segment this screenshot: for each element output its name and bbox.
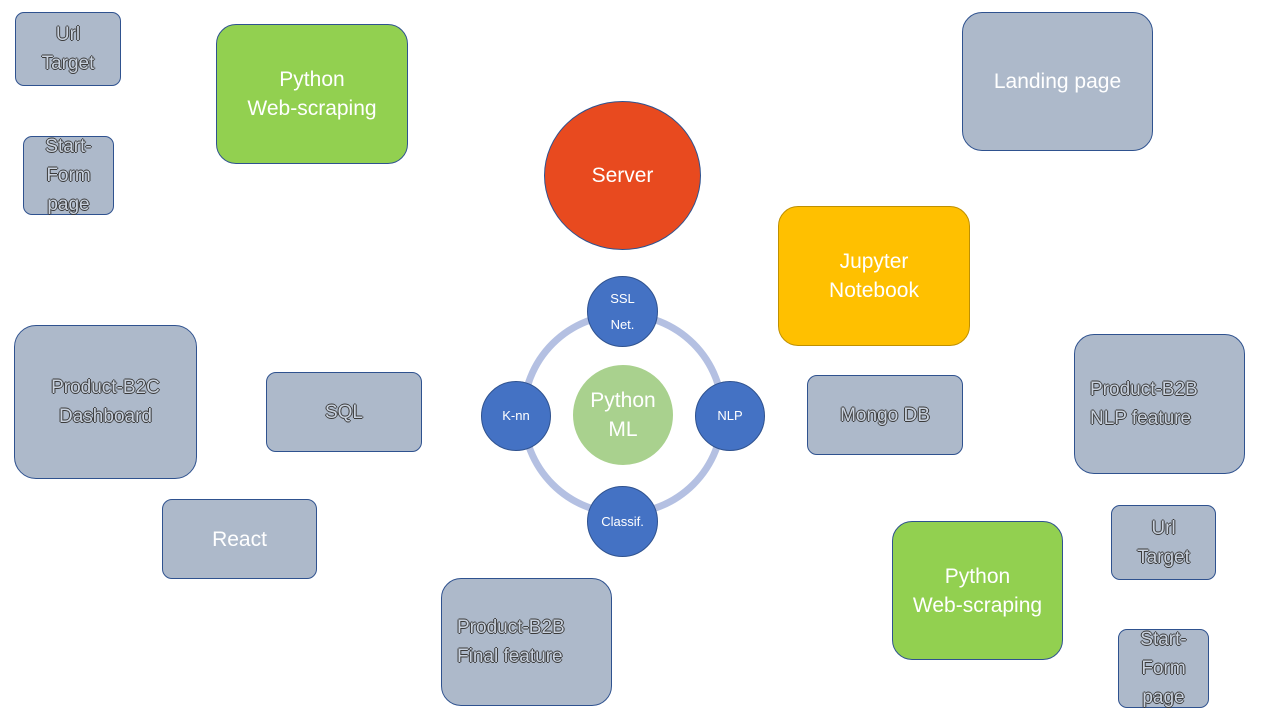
mongo-db-label: Mongo DB (840, 404, 930, 426)
mongo-db-box: Mongo DB (807, 375, 963, 455)
product-b2c-dashboard-label: Product-B2C Dashboard (51, 377, 160, 427)
landing-page-box: Landing page (962, 12, 1153, 151)
product-b2b-final-box: Product-B2B Final feature (441, 578, 612, 706)
knn-node: K-nn (481, 381, 551, 451)
sql-label: SQL (324, 401, 364, 423)
python-web-scraping-label-top: Python Web-scraping (247, 68, 377, 120)
url-target-box-bottom: Url Target (1111, 505, 1216, 580)
react-label: React (212, 527, 267, 551)
ssl-net-label: SSL Net. (610, 290, 635, 332)
server-label: Server (591, 164, 654, 187)
python-web-scraping-box-top: Python Web-scraping (216, 24, 408, 164)
ssl-net-node: SSL Net. (587, 276, 658, 347)
start-form-box-top: Start- Form page (23, 136, 114, 215)
product-b2c-dashboard-box: Product-B2C Dashboard (14, 325, 197, 479)
start-form-label-bottom: Start- Form page (1140, 629, 1187, 708)
nlp-node: NLP (695, 381, 765, 451)
landing-page-label: Landing page (993, 70, 1122, 93)
url-target-box-top: Url Target (15, 12, 121, 86)
python-web-scraping-label-bottom: Python Web-scraping (912, 564, 1043, 617)
url-target-label-bottom: Url Target (1137, 517, 1190, 568)
python-ml-label: Python ML (590, 389, 656, 441)
classif-node: Classif. (587, 486, 658, 557)
server-node: Server (544, 101, 701, 250)
product-b2b-nlp-box: Product-B2B NLP feature (1074, 334, 1245, 474)
product-b2b-final-label: Product-B2B Final feature (457, 617, 565, 667)
start-form-box-bottom: Start- Form page (1118, 629, 1209, 708)
start-form-label-top: Start- Form page (45, 136, 92, 215)
jupyter-notebook-box: Jupyter Notebook (778, 206, 970, 346)
sql-box: SQL (266, 372, 422, 452)
product-b2b-nlp-label: Product-B2B NLP feature (1090, 379, 1198, 429)
python-ml-node: Python ML (572, 364, 674, 466)
nlp-label: NLP (717, 408, 743, 423)
knn-label: K-nn (502, 408, 530, 423)
react-box: React (162, 499, 317, 579)
python-web-scraping-box-bottom: Python Web-scraping (892, 521, 1063, 660)
url-target-label-top: Url Target (41, 24, 95, 74)
jupyter-notebook-label: Jupyter Notebook (829, 250, 919, 302)
classif-label: Classif. (601, 513, 644, 529)
